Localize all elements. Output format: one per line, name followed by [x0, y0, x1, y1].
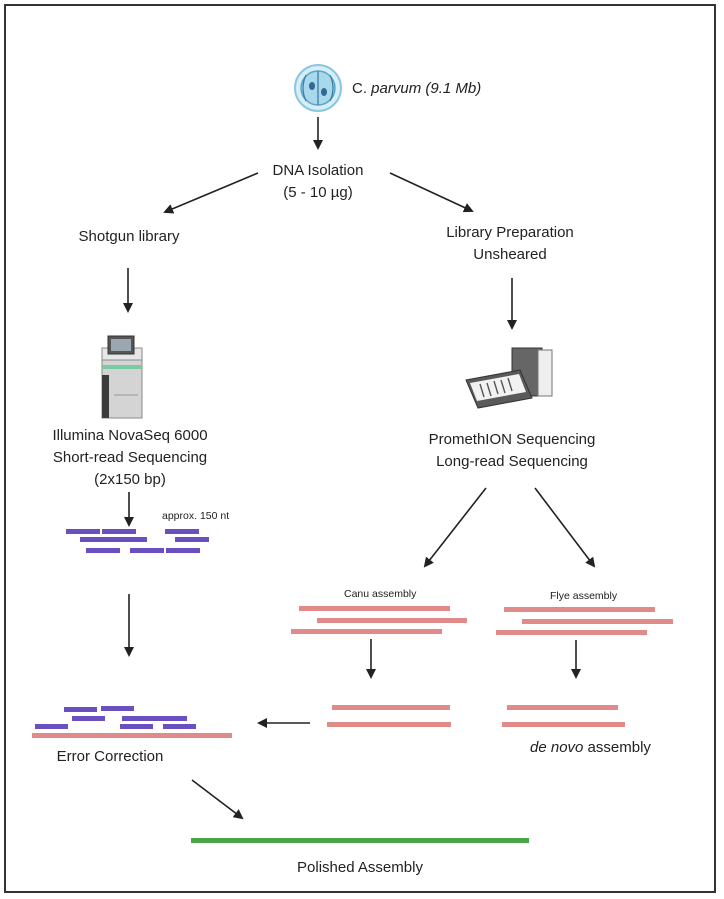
short-read — [130, 548, 164, 553]
short-read — [86, 548, 120, 553]
de-novo-assembly-label: de novo assembly — [530, 739, 651, 756]
organism-label: C. parvum (9.1 Mb) — [352, 80, 482, 97]
long-read — [496, 630, 647, 635]
illumina-read-config: (2x150 bp) — [94, 471, 166, 488]
canu-reads-group — [291, 606, 467, 634]
short-read — [166, 548, 200, 553]
short-read — [80, 537, 114, 542]
short-read — [113, 537, 147, 542]
error-correction-label: Error Correction — [56, 748, 164, 765]
short-read — [64, 707, 97, 712]
read-length-note: approx. 150 nt — [162, 510, 230, 522]
shotgun-library-label: Shotgun library — [78, 228, 180, 245]
flye-assembly-label: Flye assembly — [550, 590, 618, 602]
long-read — [299, 606, 450, 611]
short-read — [120, 724, 153, 729]
arrow-isolation-to-shotgun — [163, 172, 259, 214]
contig — [502, 722, 625, 727]
illumina-sequencer-icon — [101, 335, 143, 419]
long-read — [504, 607, 655, 612]
illumina-subtitle: Short-read Sequencing — [52, 449, 208, 466]
short-read — [35, 724, 68, 729]
short-reads-group — [66, 529, 209, 553]
promethion-label: PromethION Sequencing Long-read Sequenci… — [412, 429, 612, 473]
figure-frame — [4, 4, 716, 893]
flye-contigs-group — [502, 705, 625, 727]
promethion-sequencer-icon — [465, 347, 553, 409]
short-read — [72, 716, 105, 721]
contig — [507, 705, 618, 710]
long-read — [291, 629, 442, 634]
parasite-cell-icon — [294, 64, 342, 112]
dna-isolation-label: DNA Isolation (5 - 10 µg) — [248, 160, 388, 204]
short-read — [163, 724, 196, 729]
dna-isolation-title: DNA Isolation — [272, 162, 364, 179]
illumina-label: Illumina NovaSeq 6000 Short-read Sequenc… — [40, 425, 220, 491]
short-read — [154, 716, 187, 721]
flow-arrows — [123, 117, 596, 820]
short-read — [101, 706, 134, 711]
draft-assembly — [32, 733, 232, 738]
illumina-title: Illumina NovaSeq 6000 — [52, 427, 208, 444]
arrow-correction-to-polished — [191, 779, 244, 820]
arrow-promethion-to-canu — [423, 487, 487, 568]
promethion-subtitle: Long-read Sequencing — [436, 453, 588, 470]
arrow-isolation-to-libprep — [389, 172, 474, 213]
flye-reads-group — [496, 607, 673, 635]
contig — [332, 705, 450, 710]
library-prep-subtitle: Unsheared — [473, 246, 547, 263]
arrow-promethion-to-flye — [534, 487, 596, 568]
canu-contigs-group — [327, 705, 451, 727]
polished-assembly-bar — [191, 838, 529, 843]
canu-assembly-label: Canu assembly — [344, 588, 417, 600]
short-read — [175, 537, 209, 542]
promethion-title: PromethION Sequencing — [428, 431, 596, 448]
dna-isolation-amount: (5 - 10 µg) — [283, 184, 353, 201]
long-read — [317, 618, 467, 623]
short-read — [122, 716, 155, 721]
contig — [327, 722, 451, 727]
short-read — [66, 529, 100, 534]
library-prep-title: Library Preparation — [446, 224, 574, 241]
polished-assembly-label: Polished Assembly — [297, 859, 423, 876]
short-read — [165, 529, 199, 534]
error-correction-stack — [32, 706, 232, 738]
long-read — [522, 619, 673, 624]
library-prep-label: Library Preparation Unsheared — [430, 222, 590, 266]
short-read — [102, 529, 136, 534]
